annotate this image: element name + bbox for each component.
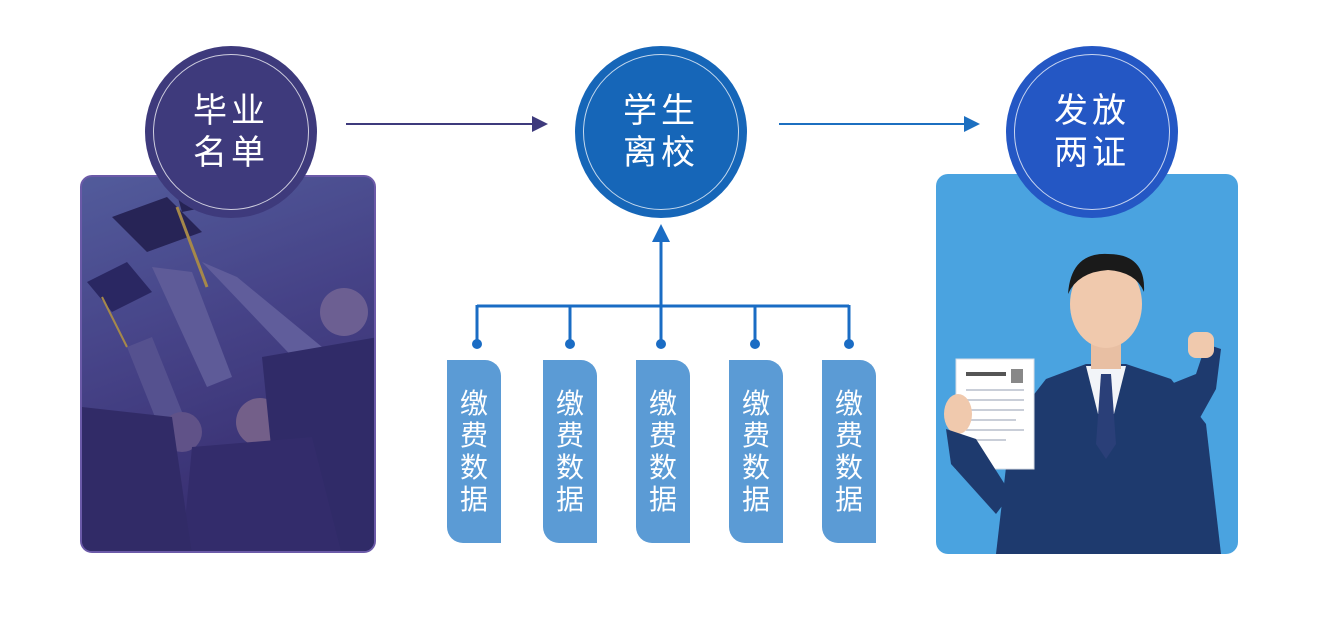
payment-data-label: 缴费数据 <box>741 386 770 516</box>
gown-shape <box>182 437 341 551</box>
circle-ring <box>153 54 309 210</box>
connector-dot <box>472 339 482 349</box>
payment-data-label: 缴费数据 <box>459 386 488 516</box>
certificate-line <box>966 419 1016 421</box>
certificate-line <box>966 409 1024 411</box>
fist-shape <box>1188 332 1214 358</box>
graduates-illustration <box>82 177 374 551</box>
arm-shape <box>152 267 232 387</box>
head-shape <box>320 288 368 336</box>
graduates-photo <box>80 175 376 553</box>
tassel <box>101 296 128 348</box>
payment-data-block: 缴费数据 <box>636 360 690 543</box>
connector-dot <box>750 339 760 349</box>
step-issue-certificates: 发放 两证 <box>1006 46 1178 218</box>
gown-shape <box>82 407 192 551</box>
arrow-head <box>964 116 980 132</box>
step-student-leaving: 学生 离校 <box>575 46 747 218</box>
payment-data-block: 缴费数据 <box>729 360 783 543</box>
payment-data-label: 缴费数据 <box>834 386 863 516</box>
circle-ring <box>583 54 739 210</box>
payment-data-block: 缴费数据 <box>447 360 501 543</box>
payment-data-label: 缴费数据 <box>648 386 677 516</box>
connector-dot <box>565 339 575 349</box>
arm-shape <box>1171 344 1221 434</box>
circle-ring <box>1014 54 1170 210</box>
suit-shape <box>996 364 1221 554</box>
arm-shape <box>202 262 322 367</box>
certificate-line <box>966 389 1024 391</box>
arm-shape <box>946 429 1011 514</box>
connector-dot <box>656 339 666 349</box>
businessman-illustration <box>944 253 1221 554</box>
payment-data-block: 缴费数据 <box>543 360 597 543</box>
tie-shape <box>1096 374 1116 459</box>
step-label-line: 离校 <box>623 133 699 173</box>
payment-data-block: 缴费数据 <box>822 360 876 543</box>
certificate-line <box>966 372 1006 376</box>
step-label: 学生 离校 <box>621 90 701 174</box>
purple-overlay <box>82 177 374 551</box>
step-label-line: 学生 <box>623 91 699 131</box>
certificate-line <box>966 439 1006 441</box>
payment-data-label: 缴费数据 <box>555 386 584 516</box>
step-label: 毕业 名单 <box>191 90 271 174</box>
certificate-line <box>966 399 1024 401</box>
step-label-line: 毕业 <box>193 91 269 131</box>
step-label-line: 发放 <box>1054 91 1130 131</box>
arrow-head <box>532 116 548 132</box>
tassel <box>175 206 209 288</box>
hair-shape <box>1068 253 1145 294</box>
face-shape <box>1070 260 1142 348</box>
step-label-line: 两证 <box>1054 133 1130 173</box>
step-graduation-list: 毕业 名单 <box>145 46 317 218</box>
step-label: 发放 两证 <box>1052 90 1132 174</box>
certificate-line <box>966 429 1024 431</box>
arrow-head <box>652 224 670 242</box>
step-label-line: 名单 <box>193 133 269 173</box>
connector-dot <box>844 339 854 349</box>
businessman-photo <box>936 174 1238 554</box>
certificate-photo <box>1011 369 1023 383</box>
hand-shape <box>944 394 972 434</box>
